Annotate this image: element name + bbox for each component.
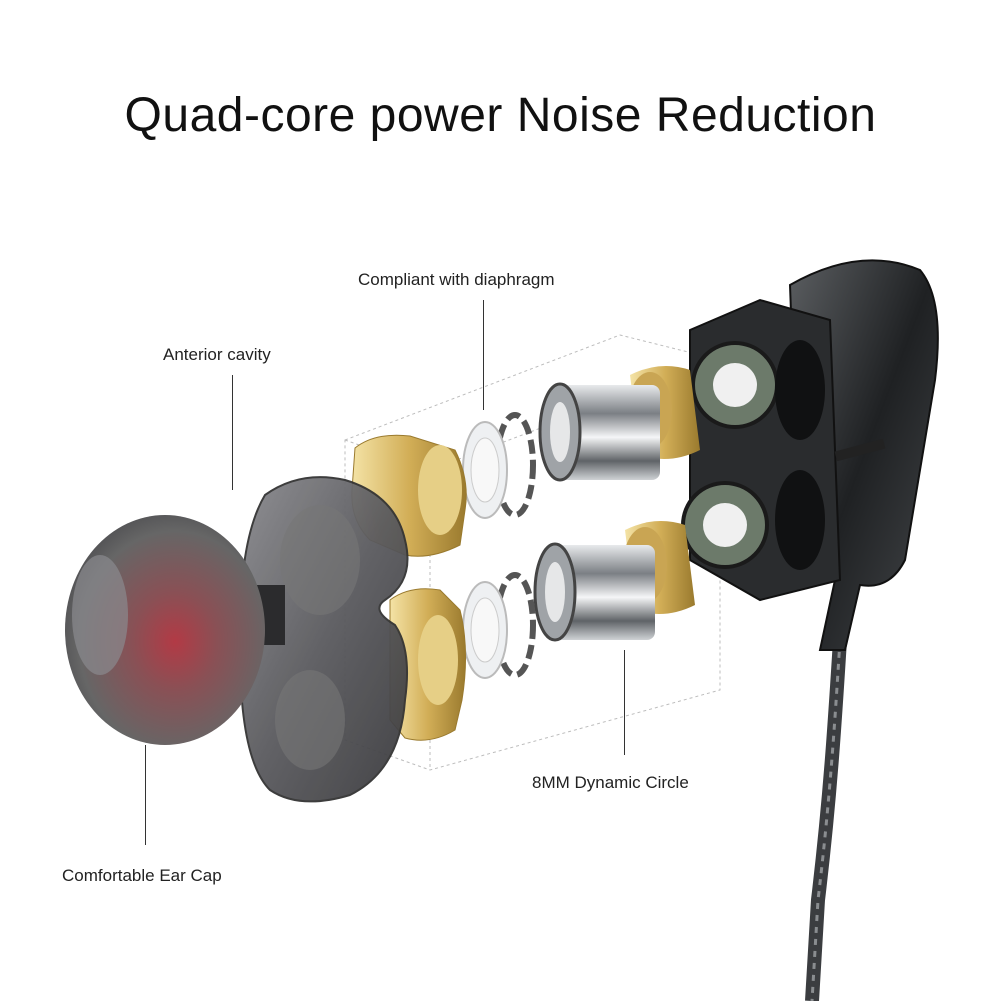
gold-magnet-caps [351,434,467,741]
leader-line-anterior [232,375,233,490]
upper-driver-stack [462,366,700,519]
ear-tip [65,515,265,745]
leader-line-ear-cap [145,745,146,845]
label-compliant-diaphragm: Compliant with diaphragm [358,270,555,289]
label-ear-cap: Comfortable Ear Cap [62,866,222,885]
lower-driver-stack [462,521,695,679]
label-dynamic-circle: 8MM Dynamic Circle [532,773,689,792]
cable [805,639,847,1001]
rear-housing [681,259,939,651]
leader-line-diaphragm [483,300,484,410]
front-shell [238,476,409,803]
leader-line-dynamic [624,650,625,755]
page-title: Quad-core power Noise Reduction [124,89,877,142]
label-anterior-cavity: Anterior cavity [163,345,271,364]
